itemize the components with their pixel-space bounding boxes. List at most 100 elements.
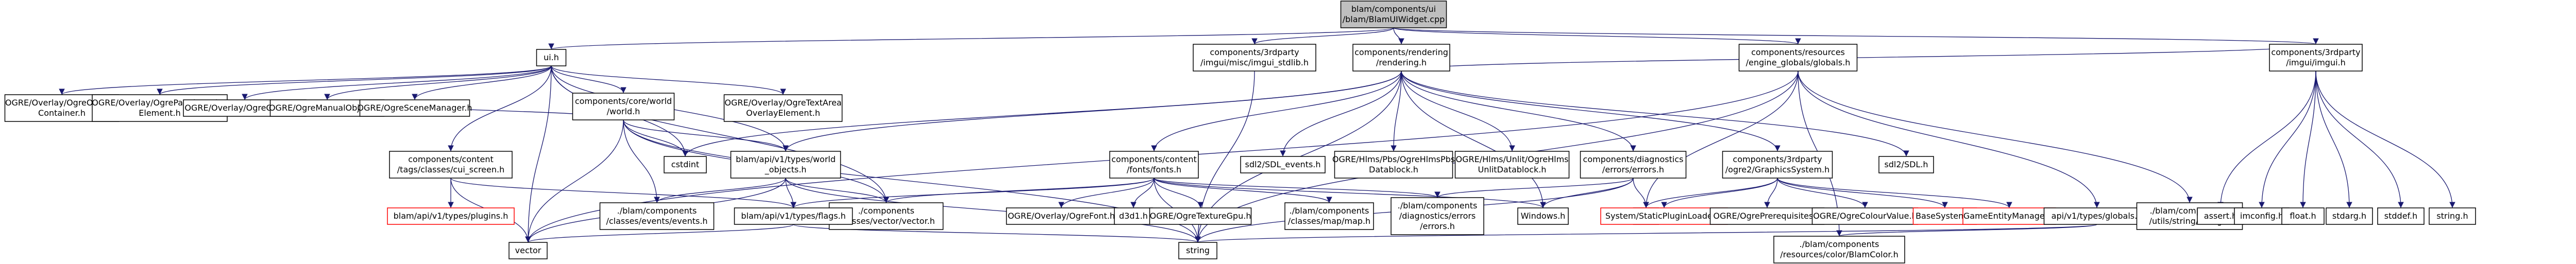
edge-graphics-system-to-base-system (1777, 178, 1948, 208)
node-blam-world-objects[interactable]: blam/api/v1/types/world_objects.h (730, 151, 841, 179)
node-d3d-h[interactable]: d3d1.h (1114, 207, 1153, 225)
node-label: BaseSystem.h (1916, 211, 1974, 221)
node-box (1352, 44, 1450, 72)
node-sdl-events[interactable]: sdl2/SDL_events.h (1240, 156, 1326, 173)
node-plugins-h[interactable]: blam/api/v1/types/plugins.h (387, 207, 515, 225)
node-stdarg-h[interactable]: stdarg.h (2326, 207, 2373, 225)
node-box (1962, 207, 2056, 225)
edge-ui-h-to-ui-screen (448, 65, 552, 152)
edge-errors-h-to-map (1633, 178, 1649, 208)
node-ogre-prerequisites[interactable]: OGRE/OgrePrerequisites.h (1709, 207, 1825, 225)
edge-graphics-system-to-ogre-prerequisites (1764, 178, 1778, 208)
node-ui-h[interactable]: ui.h (536, 49, 567, 66)
node-label: /imgui/misc/imgui_stdlib.h (1200, 58, 1309, 68)
node-vector[interactable]: vector (509, 242, 548, 259)
node-box (664, 156, 707, 173)
node-box (359, 99, 470, 117)
node-ogre-texture-gpu[interactable]: OGRE/OgreTextureGpu.h (1149, 207, 1252, 225)
node-fonts-h[interactable]: components/content/fonts/fonts.h (1109, 151, 1199, 179)
node-label: /classes/vector/vector.h (837, 216, 935, 226)
node-ogre-text-area[interactable]: OGRE/Overlay/OgreTextAreaOverlayElement.… (723, 94, 843, 122)
node-box (1391, 197, 1484, 235)
edge-rendering-h-to-graphics-system (1401, 71, 1781, 152)
edge-root-to-imgui-h (1393, 27, 2318, 45)
node-label: OGRE/OgreManualObject2.h (269, 103, 385, 113)
node-label: UnlitDatablock.h (1478, 165, 1547, 174)
node-box (1517, 207, 1569, 225)
edge-world-h-to-vector (525, 119, 624, 243)
node-ogre-font[interactable]: OGRE/Overlay/OgreFont.h (1006, 207, 1117, 225)
node-windows-h[interactable]: Windows.h (1517, 207, 1569, 225)
node-label: _objects.h (765, 165, 807, 175)
node-rendering-h[interactable]: components/rendering/rendering.h (1352, 44, 1450, 72)
node-string-h[interactable]: string.h (2429, 207, 2476, 225)
node-label: /resources/color/BlamColor.h (1780, 250, 1898, 259)
node-ogre-scene-manager[interactable]: OGRE/OgreSceneManager.h (357, 99, 472, 117)
node-label: assert.h (2204, 211, 2237, 221)
edge-rendering-h-to-blam-world-objects (783, 71, 1402, 152)
edge-api-globals-to-string (1195, 224, 2097, 243)
node-imgui-stdlib[interactable]: components/3rdparty/imgui/misc/imgui_std… (1193, 44, 1316, 72)
node-label: Container.h (38, 108, 86, 118)
node-box (1340, 1, 1447, 28)
edge-root-to-imgui-stdlib (1251, 27, 1394, 45)
node-cstdint[interactable]: cstdint (664, 156, 707, 173)
node-label: /errors/errors.h (1602, 165, 1664, 174)
node-imgui-h[interactable]: components/3rdparty/imgui/imgui.h (2269, 44, 2363, 72)
edge-rendering-h-to-sdl-events (1280, 71, 1402, 157)
node-box (599, 202, 715, 230)
node-label: ./blam/components (617, 206, 697, 216)
edge-graphics-system-to-map (1643, 178, 1778, 208)
node-box (734, 207, 853, 225)
node-label: components/3rdparty (1210, 47, 1299, 57)
node-stddef-h[interactable]: stddef.h (2377, 207, 2425, 225)
node-game-entity-manager[interactable]: GameEntityManager.h (1962, 207, 2056, 225)
node-string[interactable]: string (1178, 242, 1217, 259)
node-ui-screen[interactable]: components/content/tags/classes/cui_scre… (389, 151, 513, 179)
node-blam-color[interactable]: ./blam/components/resources/color/BlamCo… (1773, 236, 1905, 263)
node-box (1773, 236, 1905, 263)
node-label: ./blam/components (1290, 206, 1369, 216)
node-imconfig-h[interactable]: imconfig.h (2234, 207, 2290, 225)
node-errors-h[interactable]: components/diagnostics/errors/errors.h (1580, 151, 1687, 179)
node-label: components/3rdparty (1733, 154, 1822, 164)
node-box (387, 207, 515, 225)
node-float-h[interactable]: float.h (2281, 207, 2325, 225)
edge-ui-h-to-ogre-overlay (242, 65, 552, 100)
edge-globals-h-to-api-globals (1798, 71, 2100, 208)
edge-rendering-h-to-ogre-hlms-pbs (1391, 71, 1402, 152)
edge-graphics-system-to-ogre-colour-value (1777, 178, 1868, 208)
node-graphics-system[interactable]: components/3rdparty/ogre2/GraphicsSystem… (1722, 151, 1833, 179)
edge-rendering-h-to-windows-h (1401, 71, 1546, 208)
node-sdl-h[interactable]: sdl2/SDL.h (1878, 156, 1934, 173)
edge-ui-h-to-ogre-text-area (551, 65, 786, 95)
node-globals-h[interactable]: components/resources/engine_globals/glob… (1738, 44, 1858, 72)
node-errors-inner[interactable]: ./blam/components/diagnostics/errors/err… (1391, 197, 1484, 235)
edge-errors-h-to-errors-inner (1434, 178, 1634, 198)
node-label: components/content (408, 154, 494, 164)
node-box (2043, 207, 2150, 225)
node-box (1738, 44, 1858, 72)
node-root[interactable]: blam/components/ui/blam/BlamUIWidget.cpp (1340, 1, 1447, 28)
node-label: /fonts/fonts.h (1127, 165, 1181, 174)
node-label: OGRE/Hlms/Unlit/OgreHlms (1455, 154, 1568, 164)
node-events-h[interactable]: ./blam/components/classes/events/events.… (599, 202, 715, 230)
node-label: ./blam/components (1800, 239, 1879, 249)
node-world-h[interactable]: components/core/world/world.h (572, 93, 675, 120)
node-label: /diagnostics/errors (1399, 211, 1476, 221)
node-label: string (1186, 245, 1210, 255)
node-api-globals[interactable]: api/v1/types/globals.h (2043, 207, 2150, 225)
node-blam-flags[interactable]: blam/api/v1/types/flags.h (734, 207, 853, 225)
node-map-h[interactable]: ./blam/components/classes/map/map.h (1284, 202, 1374, 230)
node-label: System/StaticPluginLoader.h (1605, 211, 1723, 221)
edge-ui-h-to-vector-ui (551, 65, 889, 203)
edge-rendering-h-to-cstdint (682, 71, 1402, 157)
node-static-plugin-loader[interactable]: System/StaticPluginLoader.h (1600, 207, 1728, 225)
edge-world-h-to-events-h (623, 119, 660, 203)
node-box (1811, 207, 1919, 225)
node-ogre-colour-value[interactable]: OGRE/OgreColourValue.h (1811, 207, 1919, 225)
edge-rendering-h-to-ogre-hlms-unlit (1401, 71, 1515, 152)
